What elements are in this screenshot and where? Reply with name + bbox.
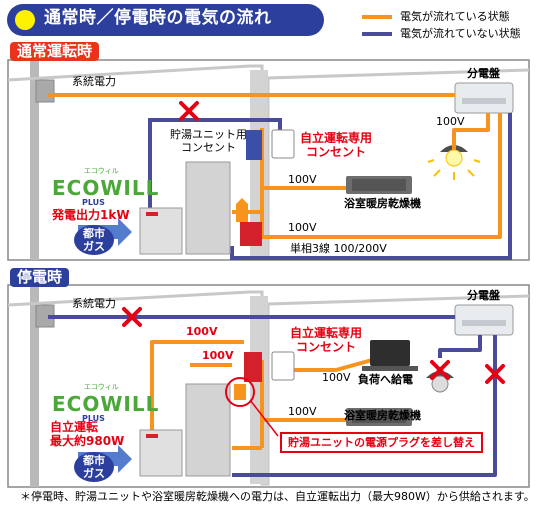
outage-unit-loop bbox=[150, 340, 244, 430]
normal-dryer-voltage: 100V bbox=[288, 173, 317, 186]
normal-unit-outlet-label: 貯湯ユニット用コンセント bbox=[170, 128, 247, 154]
normal-self-outlet bbox=[240, 222, 262, 246]
outage-hot-water-unit bbox=[185, 383, 231, 477]
outage-light-bulb bbox=[431, 375, 449, 393]
outage-wall-plug bbox=[244, 352, 262, 382]
outage-panel-to-light bbox=[438, 335, 482, 358]
normal-return-line bbox=[230, 113, 512, 260]
normal-utility-pole bbox=[30, 60, 39, 260]
outage-brand-plus: PLUS bbox=[82, 414, 105, 423]
outage-swap-note: 貯湯ユニットの電源プラグを差し替え bbox=[280, 432, 483, 453]
outage-dryer-voltage: 100V bbox=[288, 405, 317, 418]
outage-swap-pointer bbox=[249, 399, 279, 437]
normal-section-label: 通常運転時 bbox=[10, 42, 100, 61]
outage-mid-voltage: 100V bbox=[202, 349, 234, 362]
normal-gas-badge: 都市ガス bbox=[74, 225, 114, 255]
outage-brand-logo: ECOWILL bbox=[52, 392, 160, 416]
normal-unit-outlet-line bbox=[148, 118, 282, 208]
outage-house-wall bbox=[250, 296, 268, 484]
outage-load-feed-label: 負荷へ給電 bbox=[358, 373, 413, 386]
normal-transformer bbox=[35, 79, 55, 103]
outage-light-x bbox=[430, 360, 450, 380]
outage-laptop bbox=[370, 340, 410, 366]
outage-gas-badge: 都市ガス bbox=[74, 452, 114, 482]
footnote: ＊停電時、貯湯ユニットや浴室暖房乾燥機への電力は、自立運転出力（最大980W）か… bbox=[20, 490, 535, 503]
outage-panel-label: 分電盤 bbox=[467, 289, 500, 302]
outage-plug bbox=[234, 384, 246, 400]
normal-wall-plug bbox=[246, 130, 262, 160]
outage-self-op-label: 自立運転最大約980W bbox=[50, 420, 125, 448]
normal-panel-to-light bbox=[452, 113, 490, 150]
normal-brand-logo: ECOWILL bbox=[52, 176, 160, 200]
normal-unit-outlet bbox=[271, 129, 295, 159]
normal-dryer-label: 浴室暖房乾燥機 bbox=[344, 197, 421, 210]
normal-brand-kana: エコウィル bbox=[84, 167, 119, 175]
legend-flowing-label: 電気が流れている状態 bbox=[400, 10, 510, 23]
outage-utility-pole bbox=[30, 285, 39, 487]
outage-panel-x bbox=[485, 364, 505, 384]
normal-grid-power-label: 系統電力 bbox=[72, 75, 116, 88]
normal-panel-label: 分電盤 bbox=[467, 67, 500, 80]
normal-gen-output-label: 発電出力1kW bbox=[52, 208, 130, 222]
normal-light-voltage: 100V bbox=[436, 115, 465, 128]
legend-not-flowing-label: 電気が流れていない状態 bbox=[400, 27, 521, 40]
outage-top-voltage: 100V bbox=[186, 325, 218, 338]
outage-grid-x bbox=[122, 307, 142, 327]
outage-section-label: 停電時 bbox=[10, 268, 70, 287]
page-title: 通常時／停電時の電気の流れ bbox=[44, 8, 272, 28]
normal-plug bbox=[236, 198, 248, 222]
outage-brand-kana: エコウィル bbox=[84, 383, 119, 391]
outage-plug-swap-circle bbox=[225, 377, 255, 407]
title-dot-icon bbox=[15, 10, 35, 30]
outage-grid-power-label: 系統電力 bbox=[72, 297, 116, 310]
normal-panel-vertical bbox=[240, 113, 502, 239]
title-bar bbox=[7, 4, 324, 36]
normal-self-outlet-label: 自立運転専用コンセント bbox=[300, 131, 373, 159]
normal-hot-water-unit bbox=[185, 161, 231, 255]
normal-unit-outlet-x bbox=[179, 101, 199, 121]
outage-self-outlet-label: 自立運転専用コンセント bbox=[290, 326, 363, 354]
normal-single-phase-label: 単相3線 100/200V bbox=[290, 242, 387, 255]
outage-self-to-laptop bbox=[294, 358, 373, 372]
outage-self-outlet bbox=[271, 351, 295, 381]
outage-panel-down bbox=[232, 335, 497, 477]
outage-load-voltage: 100V bbox=[322, 371, 351, 384]
normal-light-bulb bbox=[445, 149, 463, 167]
normal-brand-plus: PLUS bbox=[82, 198, 105, 207]
outage-dryer-label: 浴室暖房乾燥機 bbox=[344, 409, 421, 422]
normal-unit-voltage: 100V bbox=[288, 221, 317, 234]
